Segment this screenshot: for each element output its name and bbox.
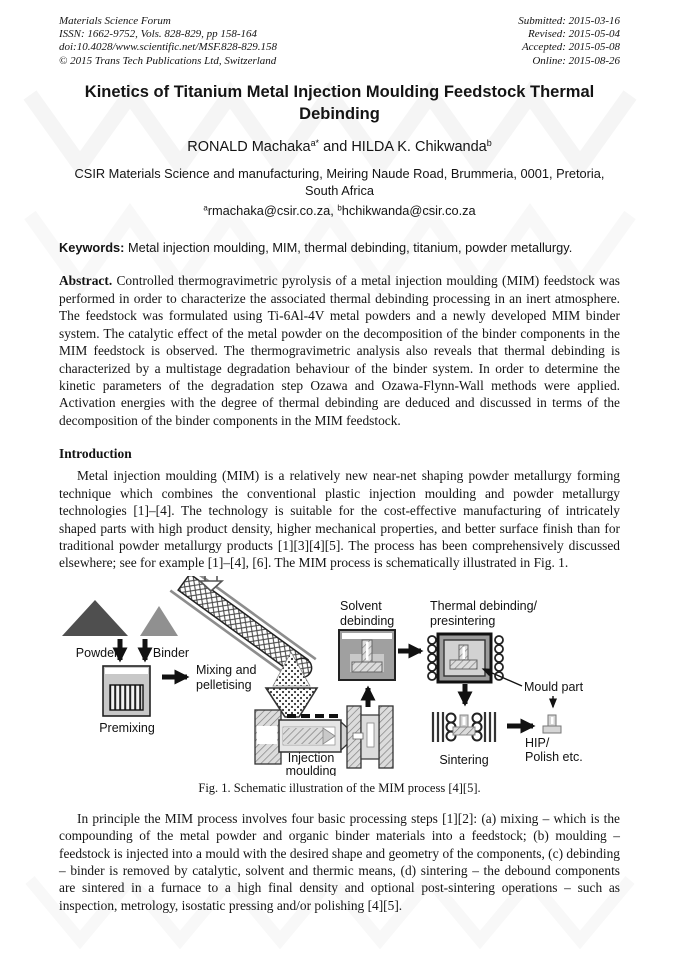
abstract-text: Controlled thermogravimetric pyrolysis o… xyxy=(59,273,620,428)
abstract-label: Abstract. xyxy=(59,273,113,289)
mould-part-pointer-arrow xyxy=(481,668,523,687)
email-2: hchikwanda@csir.co.za xyxy=(341,203,476,219)
keywords-line: Keywords: Metal injection moulding, MIM,… xyxy=(59,240,620,255)
email-1: rmachaka@csir.co.za, xyxy=(207,203,334,219)
author-1-superscript: a* xyxy=(310,138,320,149)
date-accepted: Accepted: 2015-05-08 xyxy=(521,41,620,54)
injection-label-line1: Injection xyxy=(288,751,335,765)
pellet-stream-icon xyxy=(272,650,311,687)
mould-part-label: Mould part xyxy=(524,680,584,694)
journal-doi: doi:10.4028/www.scientific.net/MSF.828-8… xyxy=(59,41,278,54)
figure-1: Powder Binder Premixing Mixing and pelle… xyxy=(59,565,620,781)
author-line: RONALD Machakaa* and HILDA K. Chikwandab xyxy=(59,138,620,155)
figure-1-caption: Fig. 1. Schematic illustration of the MI… xyxy=(198,780,481,795)
email-2-superscript: b xyxy=(337,204,342,214)
sintering-label: Sintering xyxy=(439,753,488,767)
author-2: HILDA K. Chikwanda xyxy=(351,139,487,156)
binder-label: Binder xyxy=(153,646,189,660)
journal-issn: ISSN: 1662-9752, Vols. 828-829, pp 158-1… xyxy=(59,28,257,41)
keywords-text: Metal injection moulding, MIM, thermal d… xyxy=(124,240,573,256)
feed-funnel-icon xyxy=(197,575,225,592)
date-online: Online: 2015-08-26 xyxy=(532,54,620,67)
sintering-icon xyxy=(431,711,497,742)
abstract-paragraph: Abstract. Controlled thermogravimetric p… xyxy=(59,272,620,429)
hip-label-line2: Polish etc. xyxy=(525,750,583,764)
powder-label: Powder xyxy=(76,646,118,660)
premixing-vessel-icon xyxy=(102,664,151,717)
page-content: Materials Science Forum ISSN: 1662-9752,… xyxy=(59,0,620,914)
mim-process-schematic: Powder Binder Premixing Mixing and pelle… xyxy=(62,565,584,778)
thermal-furnace-icon xyxy=(427,632,504,684)
thermal-label-line1: Thermal debinding/ xyxy=(430,599,538,613)
journal-copyright: © 2015 Trans Tech Publications Ltd, Swit… xyxy=(59,54,277,67)
hip-part-icon xyxy=(542,714,562,734)
intro-paragraph-1: Metal injection moulding (MIM) is a rela… xyxy=(59,468,620,571)
powder-pile-icon xyxy=(62,599,128,636)
mould-icon xyxy=(346,705,394,769)
author-1: RONALD Machaka xyxy=(187,139,311,156)
submission-dates: Submitted: 2015-03-16 Revised: 2015-05-0… xyxy=(518,15,620,68)
journal-name: Materials Science Forum xyxy=(59,15,171,27)
binder-pile-icon xyxy=(140,605,178,636)
email-1-superscript: a xyxy=(203,204,208,214)
section-heading-introduction: Introduction xyxy=(59,446,132,462)
author-joiner: and xyxy=(319,139,352,156)
premixing-label: Premixing xyxy=(99,721,155,735)
thermal-label-line2: presintering xyxy=(430,614,495,628)
solvent-label-line1: Solvent xyxy=(340,599,382,613)
keywords-label: Keywords: xyxy=(59,240,125,256)
journal-header: Materials Science Forum ISSN: 1662-9752,… xyxy=(59,15,620,68)
email-line: armachaka@csir.co.za, bhchikwanda@csir.c… xyxy=(59,203,620,218)
mixing-label-line1: Mixing and xyxy=(196,663,256,677)
hip-label-line1: HIP/ xyxy=(525,736,550,750)
author-2-superscript: b xyxy=(486,138,492,149)
paper-title: Kinetics of Titanium Metal Injection Mou… xyxy=(84,82,595,123)
hopper-icon xyxy=(264,686,319,718)
journal-info: Materials Science Forum ISSN: 1662-9752,… xyxy=(59,15,277,68)
affiliation: CSIR Materials Science and manufacturing… xyxy=(74,166,605,198)
date-revised: Revised: 2015-05-04 xyxy=(528,28,620,41)
solvent-label-line2: debinding xyxy=(340,614,394,628)
injection-label-line2: moulding xyxy=(286,764,337,776)
mixing-label-line2: pelletising xyxy=(196,678,252,692)
intro-paragraph-2: In principle the MIM process involves fo… xyxy=(59,810,620,913)
date-submitted: Submitted: 2015-03-16 xyxy=(518,15,620,27)
solvent-bath-icon xyxy=(338,628,396,681)
